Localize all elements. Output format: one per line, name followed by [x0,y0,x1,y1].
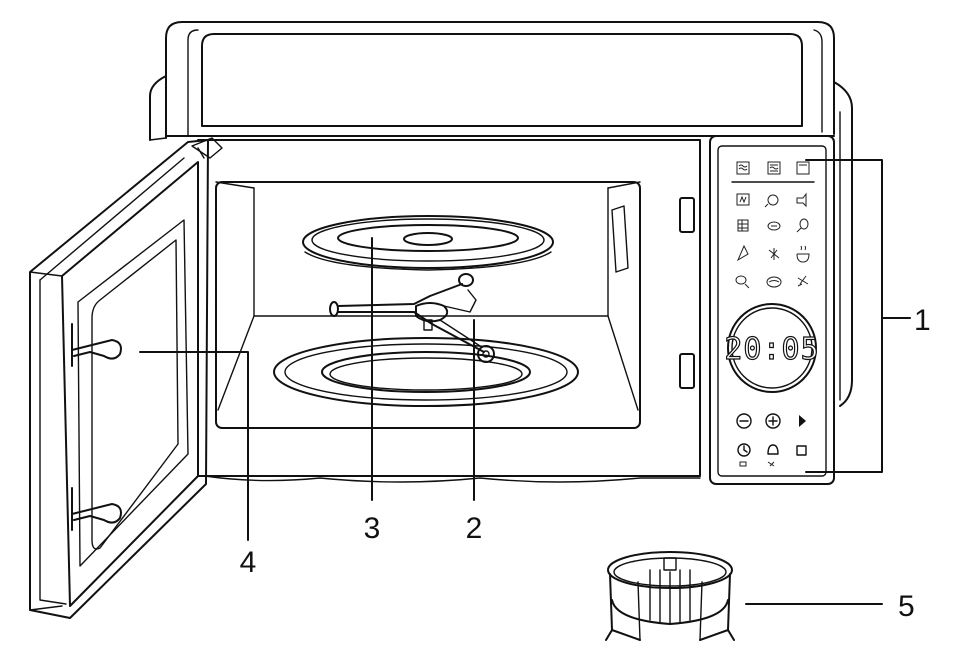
callout-5: 5 [898,590,915,623]
callout-3: 3 [364,512,381,545]
callout-2: 2 [466,512,483,545]
grill-icon[interactable] [796,161,810,175]
bell-icon[interactable] [767,444,779,467]
right-side-panel [833,81,853,407]
defrost-icon[interactable] [736,193,750,206]
chicken-icon[interactable] [764,194,779,208]
plus-button[interactable] [765,413,781,429]
callout-bracket-1 [805,159,911,473]
minus-button[interactable] [736,413,752,429]
toast-icon[interactable] [737,219,749,232]
microwave-grill-icon[interactable] [767,161,781,175]
callout-1: 1 [914,304,931,337]
door [29,137,223,619]
fish-icon[interactable] [796,192,807,208]
top-housing [165,21,835,139]
glass-turntable-lower [273,337,579,407]
glass-turntable-upper [302,215,554,271]
latch-slot-upper [679,197,695,233]
potato-icon[interactable] [735,275,750,289]
popcorn-icon[interactable] [768,248,780,260]
clock-display: 20:05 [724,332,819,367]
stop-button[interactable] [796,445,807,456]
door-hook-lower [71,487,122,531]
oven-cavity [215,181,641,429]
roller-ring-support [329,273,495,363]
control-panel: 20:05 [709,135,835,485]
microwave-icon[interactable] [736,161,750,175]
left-side-panel [149,75,167,141]
display-ring: 20:05 [724,303,819,393]
start-button[interactable] [799,415,806,427]
door-hook-upper [71,323,122,367]
vegetables-icon[interactable] [797,275,809,287]
pizza-icon[interactable] [736,244,749,262]
meat-icon[interactable] [767,221,781,231]
clock-icon[interactable] [737,443,751,467]
callout-4: 4 [240,546,257,579]
baked-potato-icon[interactable] [766,276,782,288]
drumstick-icon[interactable] [796,218,809,233]
soup-icon[interactable] [796,245,810,263]
latch-slot-lower [679,353,695,389]
leader-line-4 [139,351,249,541]
grill-rack [605,551,735,641]
front-body [197,139,701,483]
